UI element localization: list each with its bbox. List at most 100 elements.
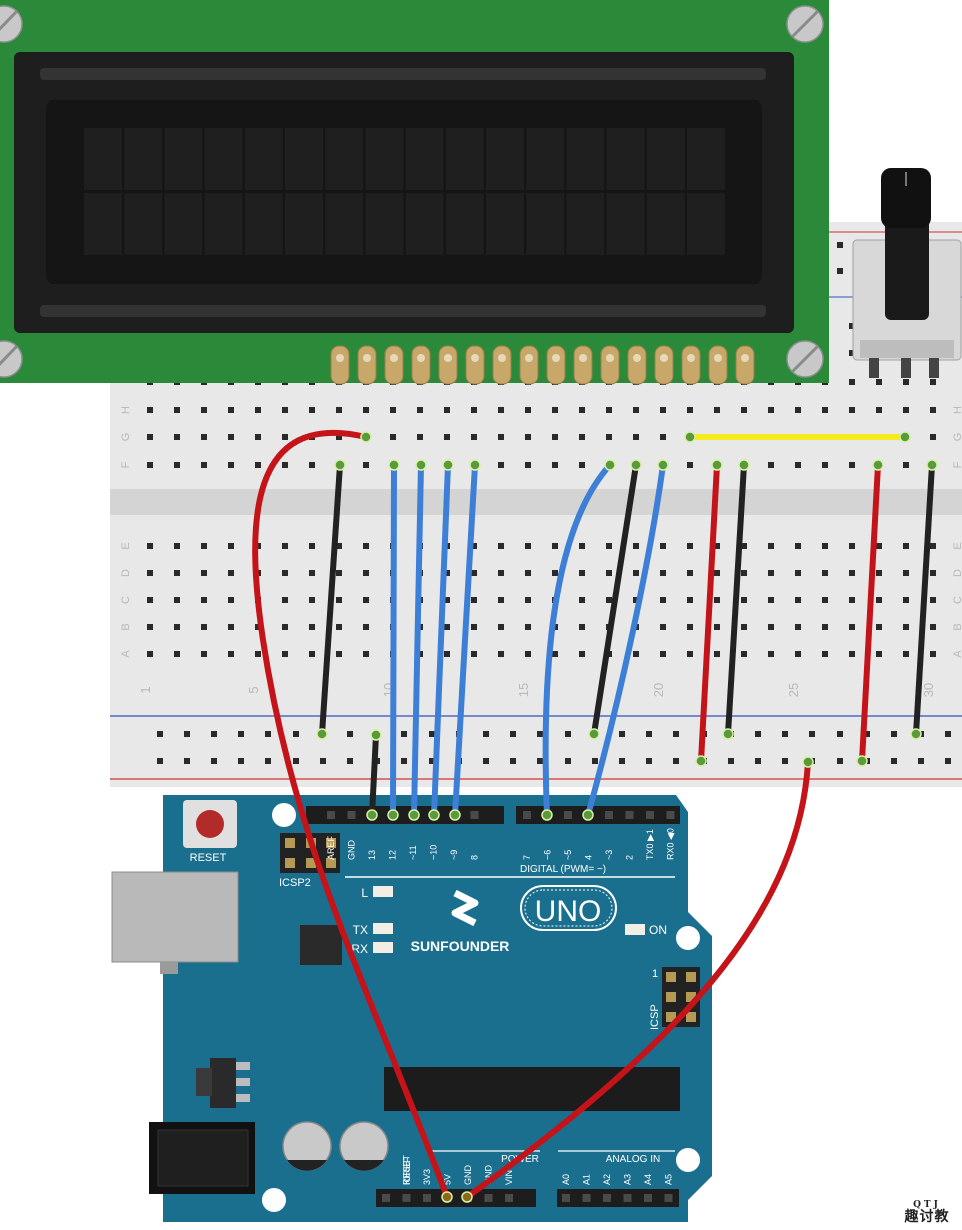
wire-red[interactable] [698,462,720,764]
power-header [376,1189,536,1207]
lcd-character-cell [244,128,283,190]
breadboard-hole [822,462,828,468]
breadboard-hole [633,570,639,576]
lcd-character-cell [124,193,163,255]
pot-leg [901,358,911,378]
breadboard-hole [228,597,234,603]
breadboard-hole [606,543,612,549]
wire-black[interactable] [725,462,747,737]
icsp-label: ICSP [649,1004,661,1030]
lcd-character-cell [486,193,524,255]
breadboard-hole [444,407,450,413]
header-pin [470,811,479,819]
wire-red-rail-to-power[interactable] [464,759,811,1200]
rail-hole [347,758,353,764]
breadboard-hole [309,462,315,468]
pin-label: 5V [443,1174,453,1185]
breadboard-hole [930,379,936,385]
breadboard-hole [876,407,882,413]
pin-label: A2 [602,1174,612,1185]
breadboard-hole [633,434,639,440]
rail-hole [157,758,163,764]
header-pin [523,811,531,819]
wire-end [408,809,420,821]
rail-hole [619,758,625,764]
breadboard-hole [822,597,828,603]
wire-blue-pin11[interactable] [431,462,451,818]
lcd-pin-hole [363,354,371,362]
breadboard-hole [471,624,477,630]
lcd-character-cell [325,193,364,255]
usb-port-tab [160,962,178,974]
wire-black[interactable] [319,462,343,737]
lcd-pin-hole [714,354,722,362]
rail-hole [864,731,870,737]
wire-end [334,459,346,471]
lcd-header-pin [600,345,620,385]
breadboard-hole [147,434,153,440]
breadboard-hole [525,624,531,630]
rail-hole [918,758,924,764]
breadboard-hole [687,462,693,468]
breadboard-hole [309,543,315,549]
wire-red[interactable] [859,462,881,764]
lcd-character-cell [405,193,444,255]
breadboard-hole [336,624,342,630]
arduino-uno-board: RESET ICSP2 L TX RX ON SUNFOUNDER UNO [111,795,712,1222]
wire-blue-pin10[interactable] [452,462,478,818]
lcd-character-cell [526,193,565,255]
breadboard-hole [498,434,504,440]
breadboard-hole [903,407,909,413]
wire-black[interactable] [591,462,639,737]
lcd-character-cell [204,128,243,190]
pin-label: GND [463,1165,473,1186]
wire-blue-pin12[interactable] [411,462,424,818]
pin-label: GND [347,840,357,861]
mount-hole [262,1188,286,1212]
breadboard-hole [768,597,774,603]
breadboard-hole [390,434,396,440]
wire-black-gnd[interactable] [369,732,379,818]
lcd-header-pin [573,345,593,385]
breadboard-hole [471,407,477,413]
wire-blue-pin13[interactable] [390,462,397,818]
reset-button-cap[interactable] [196,810,224,838]
screw-icon [0,340,23,378]
breadboard-hole [552,462,558,468]
wire-black[interactable] [913,462,935,737]
row-letter-label: B [952,623,962,630]
lcd-character-cell [164,128,203,190]
row-letter-label: C [120,596,132,604]
breadboard-hole [903,543,909,549]
wire-blue-pin4[interactable] [585,462,666,818]
header-pin [382,1194,390,1202]
wire-end [387,809,399,821]
rail-hole [510,758,516,764]
wire-red-lcd-to-5v[interactable] [252,429,450,1200]
breadboard-hole [606,570,612,576]
breadboard-hole [633,651,639,657]
breadboard-hole [147,407,153,413]
breadboard-hole [444,624,450,630]
pin-label: 2 [625,855,635,860]
breadboard-hole [741,407,747,413]
breadboard-hole [498,597,504,603]
digital-label: DIGITAL (PWM= ~) [520,864,606,875]
breadboard-hole [444,570,450,576]
breadboard-hole [741,543,747,549]
brand-label: SUNFOUNDER [411,938,510,954]
wire-end [415,459,427,471]
lcd-pin-hole [498,354,506,362]
breadboard-hole [768,624,774,630]
breadboard-hole [930,624,936,630]
rail-hole [782,758,788,764]
rail-hole [837,731,843,737]
wire-blue-pin6[interactable] [542,462,613,818]
potentiometer [852,168,962,378]
lcd-character-cell [646,193,685,255]
breadboard-hole [525,597,531,603]
lcd-pin-hole [336,354,344,362]
uno-badge [520,885,617,931]
